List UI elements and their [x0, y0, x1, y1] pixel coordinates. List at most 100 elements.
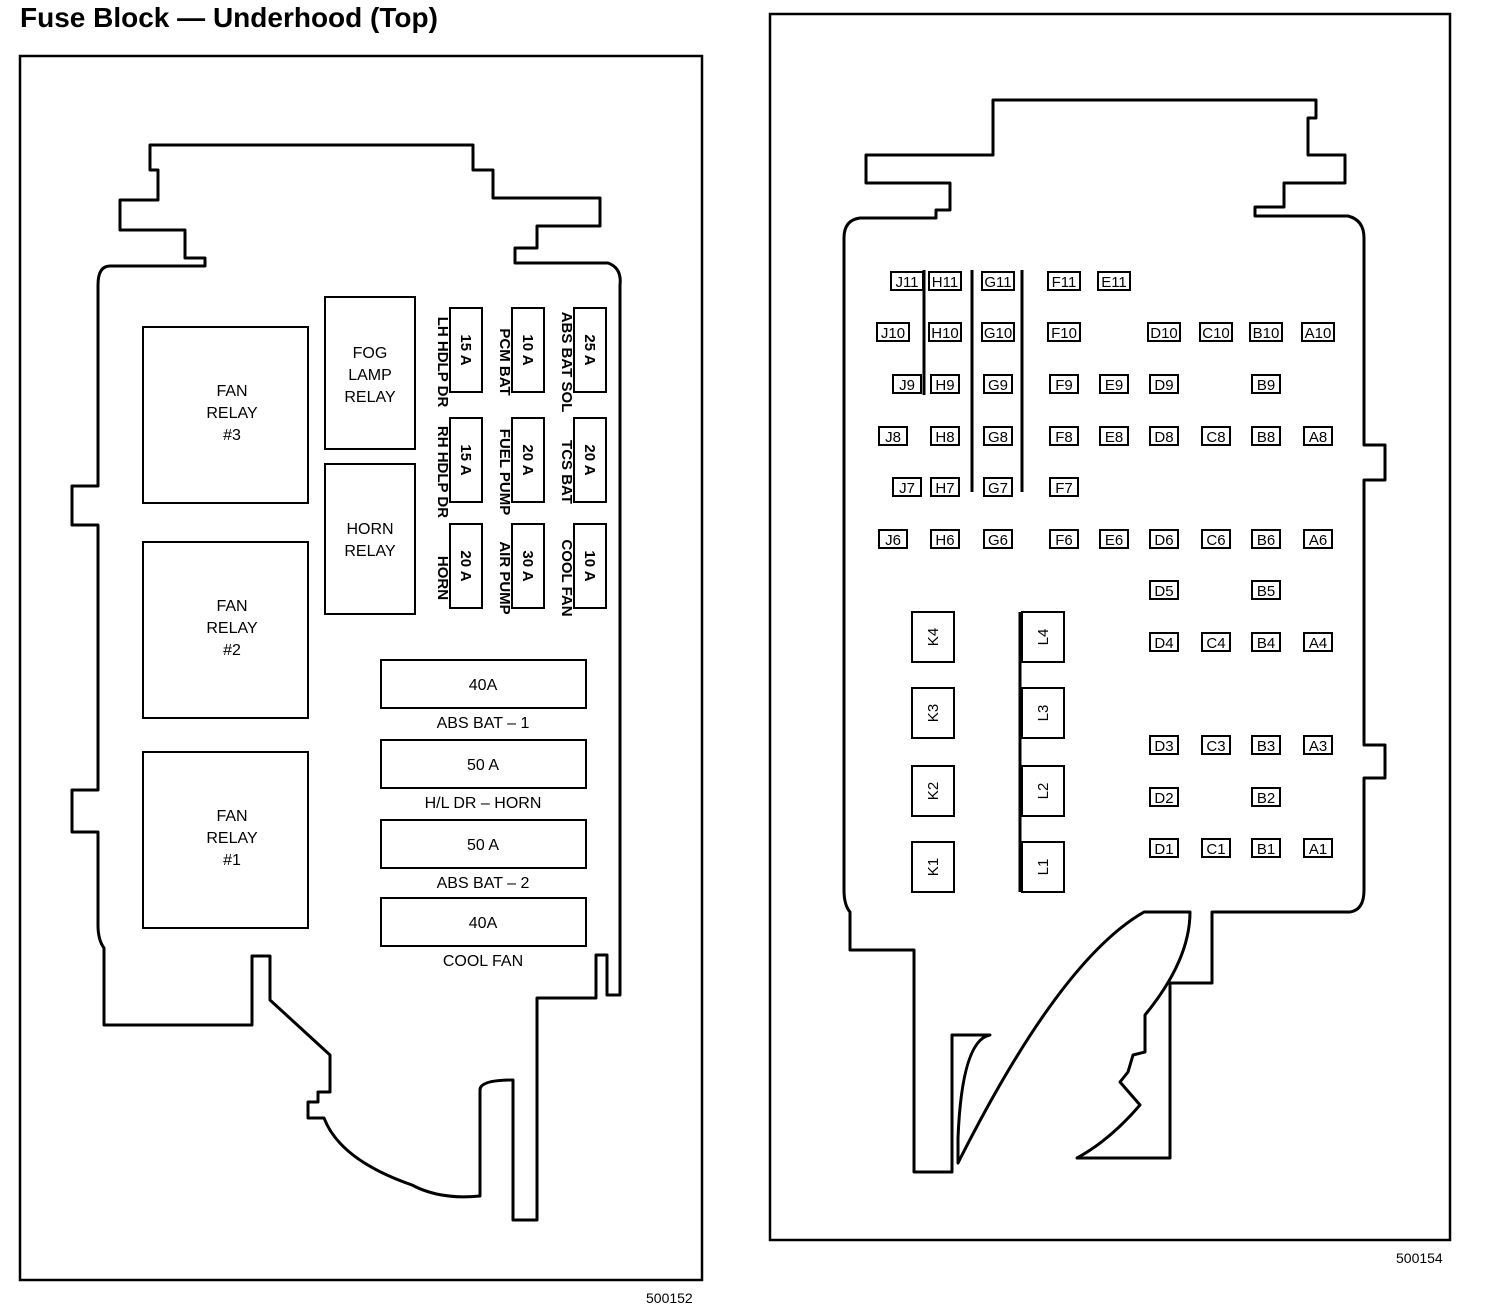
- mini-fuse: [573, 307, 607, 393]
- fuse-cell-label: C4: [1206, 635, 1225, 652]
- figure-code-right: 500154: [1396, 1250, 1443, 1266]
- maxi-fuse: [380, 739, 587, 789]
- maxi-fuse-rating: 40A: [469, 677, 498, 694]
- mini-fuse: [573, 523, 607, 609]
- mini-fuse-label: FUEL PUMP: [496, 429, 513, 515]
- k-relay-box: [911, 611, 955, 663]
- relay-box: [324, 463, 416, 615]
- fuse-cell-label: B1: [1257, 841, 1275, 858]
- fuse-cell-label: D5: [1154, 583, 1173, 600]
- k-relay-label: K3: [925, 704, 942, 722]
- fuse-cell-label: B8: [1257, 429, 1275, 446]
- l-relay-label: L2: [1035, 783, 1052, 800]
- fuse-cell-label: G6: [988, 532, 1008, 549]
- fuse-cell-label: H6: [935, 532, 954, 549]
- fuse-cell-label: C8: [1206, 429, 1225, 446]
- mini-fuse-rating: 20 A: [581, 444, 598, 475]
- fuse-cell: [981, 322, 1015, 342]
- fuse-cell-label: H9: [935, 377, 954, 394]
- fuse-cell-label: J6: [885, 532, 901, 549]
- mini-fuse-label: ABS BAT SOL: [558, 312, 575, 413]
- fuse-cell-label: A3: [1309, 738, 1327, 755]
- fuse-cell-label: F11: [1052, 274, 1077, 291]
- fuse-cell-label: J7: [899, 480, 915, 497]
- right-block-outline: [842, 98, 1387, 1174]
- mini-fuse: [449, 307, 483, 393]
- mini-fuse: [573, 417, 607, 503]
- fuse-cell: [892, 477, 922, 497]
- fuse-cell: [1149, 529, 1179, 549]
- fuse-cell: [1149, 735, 1179, 755]
- fuse-cell-label: H7: [935, 480, 954, 497]
- mini-fuse: [449, 523, 483, 609]
- fuse-cell-label: C10: [1202, 325, 1230, 342]
- fuse-cell-label: D2: [1154, 790, 1173, 807]
- fuse-cell-label: A10: [1305, 325, 1332, 342]
- l-relay-box: [1021, 841, 1065, 893]
- fuse-cell-label: D6: [1154, 532, 1173, 549]
- fuse-cell: [1201, 529, 1231, 549]
- fuse-cell: [1147, 322, 1181, 342]
- fuse-cell-label: G9: [988, 377, 1008, 394]
- fuse-cell: [930, 477, 960, 497]
- fuse-cell: [1251, 787, 1281, 807]
- fuse-cell: [1303, 838, 1333, 858]
- fuse-cell-label: A1: [1309, 841, 1327, 858]
- fuse-cell-label: B4: [1257, 635, 1275, 652]
- fan-relay-box: [142, 541, 309, 719]
- maxi-fuse-rating: 50 A: [467, 837, 499, 854]
- fuse-cell: [1251, 374, 1281, 394]
- fuse-cell-label: C3: [1206, 738, 1225, 755]
- fuse-cell: [1201, 838, 1231, 858]
- mini-fuse: [511, 417, 545, 503]
- l-relay-box: [1021, 765, 1065, 817]
- mini-fuse-rating: 10 A: [581, 550, 598, 581]
- fuse-cell-label: H11: [932, 274, 958, 291]
- fuse-cell: [1303, 632, 1333, 652]
- mini-fuse-label: LH HDLP DR: [434, 317, 451, 408]
- k-relay-box: [911, 841, 955, 893]
- maxi-fuse-label: COOL FAN: [443, 953, 523, 970]
- fuse-cell: [1049, 529, 1079, 549]
- fuse-cell: [1149, 374, 1179, 394]
- fuse-cell-label: B9: [1257, 377, 1275, 394]
- mini-fuse-label: TCS BAT: [558, 440, 575, 504]
- maxi-fuse-label: ABS BAT – 2: [437, 875, 530, 892]
- fuse-cell: [1201, 632, 1231, 652]
- right-figure-frame: [768, 12, 1452, 1242]
- fuse-cell-label: G11: [984, 274, 1011, 291]
- l-relay-label: L4: [1035, 629, 1052, 646]
- mini-fuse-label: HORN: [434, 556, 451, 600]
- fuse-cell: [1301, 322, 1335, 342]
- fuse-cell-label: C6: [1206, 532, 1225, 549]
- maxi-fuse: [380, 659, 587, 709]
- k-relay-box: [911, 687, 955, 739]
- fuse-cell: [1303, 735, 1333, 755]
- fuse-cell: [930, 426, 960, 446]
- fuse-cell: [1303, 426, 1333, 446]
- fuse-cell: [878, 426, 908, 446]
- maxi-fuse-rating: 40A: [469, 915, 498, 932]
- fuse-cell-label: D8: [1154, 429, 1173, 446]
- fuse-cell-label: E6: [1105, 532, 1123, 549]
- fuse-cell: [1099, 374, 1129, 394]
- l-relay-box: [1021, 687, 1065, 739]
- fuse-cell-label: B5: [1257, 583, 1275, 600]
- fan-relay-box: [142, 751, 309, 929]
- mini-fuse: [511, 307, 545, 393]
- fuse-cell: [1251, 580, 1281, 600]
- fan-relay-box: [142, 326, 309, 504]
- fuse-cell: [878, 529, 908, 549]
- fuse-cell-label: A4: [1309, 635, 1327, 652]
- fuse-cell-label: J8: [885, 429, 901, 446]
- fuse-cell-label: A8: [1309, 429, 1327, 446]
- fuse-cell: [1047, 271, 1081, 291]
- fuse-cell-label: B3: [1257, 738, 1275, 755]
- fuse-cell: [1249, 322, 1283, 342]
- fuse-cell-label: H10: [931, 325, 959, 342]
- fuse-cell: [983, 374, 1013, 394]
